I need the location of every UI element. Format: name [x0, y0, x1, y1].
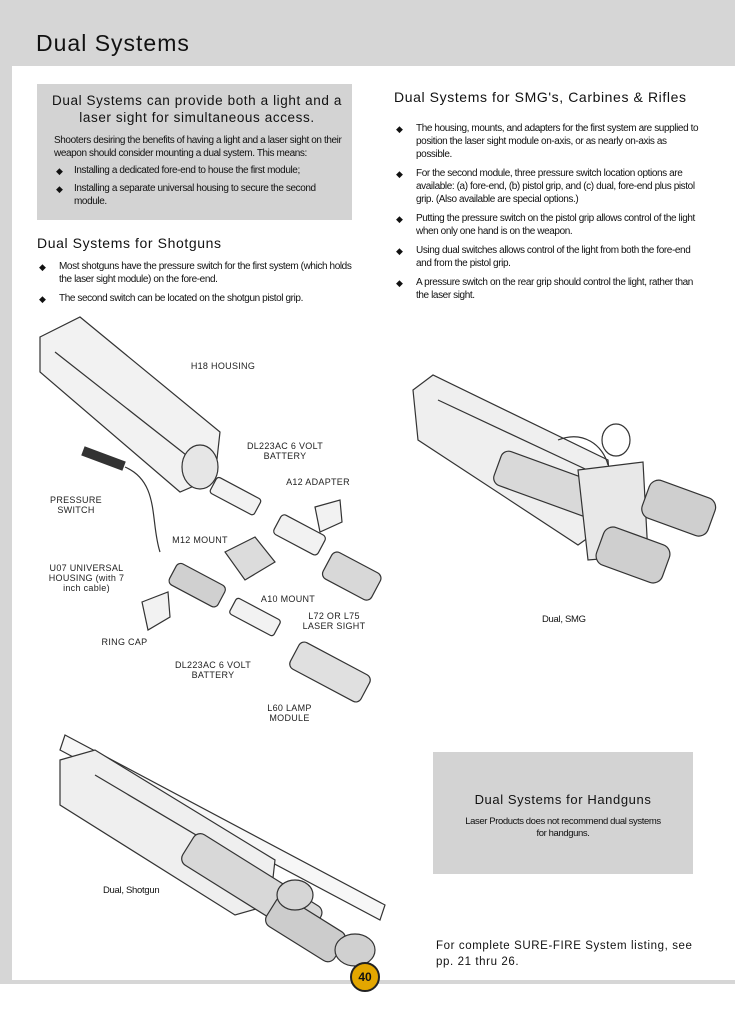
- intro-text: Shooters desiring the benefits of having…: [54, 135, 342, 159]
- page-number-badge: 40: [350, 962, 380, 992]
- label-ring-cap: RING CAP: [101, 637, 148, 647]
- left-margin-bar: [0, 66, 12, 984]
- label-h18-housing: H18 HOUSING: [190, 361, 256, 371]
- listing-note: For complete SURE-FIRE System listing, s…: [436, 940, 693, 968]
- shotguns-heading: Dual Systems for Shotguns: [37, 235, 222, 251]
- bullet-text: Putting the pressure switch on the pisto…: [416, 213, 695, 237]
- list-item: ◆ Using dual switches allows control of t…: [394, 244, 700, 270]
- intro-box: Dual Systems can provide both a light an…: [37, 84, 352, 220]
- diamond-bullet-icon: ◆: [56, 166, 63, 176]
- page-title: Dual Systems: [36, 30, 190, 56]
- list-item: ◆ Most shotguns have the pressure switch …: [37, 260, 359, 286]
- bullet-text: Using dual switches allows control of th…: [416, 245, 691, 269]
- handguns-text: Laser Products does not recommend dual s…: [465, 816, 661, 839]
- dual-smg-illustration: [412, 374, 717, 584]
- diamond-bullet-icon: ◆: [396, 214, 403, 224]
- bullet-text: For the second module, three pressure sw…: [416, 168, 695, 205]
- shotguns-bullet-list: ◆ Most shotguns have the pressure switch …: [37, 260, 359, 311]
- smg-bullet-list: ◆ The housing, mounts, and adapters for t…: [394, 122, 700, 308]
- bullet-text: The housing, mounts, and adapters for th…: [416, 123, 699, 160]
- diamond-bullet-icon: ◆: [396, 246, 403, 256]
- diamond-bullet-icon: ◆: [396, 169, 403, 179]
- handguns-box: Dual Systems for Handguns Laser Products…: [433, 752, 693, 874]
- label-m12-mount: M12 MOUNT: [172, 535, 228, 545]
- label-l60-lamp: L60 LAMP MODULE: [267, 703, 312, 723]
- diamond-bullet-icon: ◆: [396, 124, 403, 134]
- label-l72-laser: L72 OR L75 LASER SIGHT: [302, 611, 366, 631]
- battery-part: [209, 476, 262, 516]
- list-item: ◆ The second switch can be located on the…: [37, 292, 359, 305]
- diamond-bullet-icon: ◆: [396, 278, 403, 288]
- intro-heading: Dual Systems can provide both a light an…: [52, 93, 342, 125]
- header-bar: [0, 0, 735, 66]
- bullet-text: Most shotguns have the pressure switch f…: [59, 261, 352, 285]
- bullet-text: Installing a dedicated fore-end to house…: [74, 165, 300, 176]
- smg-heading: Dual Systems for SMG's, Carbines & Rifle…: [394, 89, 687, 105]
- diamond-bullet-icon: ◆: [56, 184, 63, 194]
- label-dl223-bottom: DL223AC 6 VOLT BATTERY: [174, 660, 252, 680]
- diamond-bullet-icon: ◆: [39, 262, 46, 272]
- list-item: ◆ The housing, mounts, and adapters for t…: [394, 122, 700, 161]
- bullet-text: The second switch can be located on the …: [59, 293, 303, 304]
- handguns-heading: Dual Systems for Handguns: [474, 792, 652, 807]
- bullet-text: A pressure switch on the rear grip shoul…: [416, 277, 693, 301]
- intro-bullet-list: ◆ Installing a dedicated fore-end to hous…: [54, 164, 344, 213]
- list-item: ◆ A pressure switch on the rear grip shou…: [394, 276, 700, 302]
- list-item: ◆ Installing a dedicated fore-end to hous…: [54, 164, 344, 177]
- label-a12-adapter: A12 ADAPTER: [286, 477, 350, 487]
- caption-shotgun: Dual, Shotgun: [103, 885, 160, 896]
- exploded-parts-diagram: [39, 316, 382, 703]
- label-a10-mount: A10 MOUNT: [260, 594, 316, 604]
- label-dl223-top: DL223AC 6 VOLT BATTERY: [246, 441, 324, 461]
- list-item: ◆ Putting the pressure switch on the pist…: [394, 212, 700, 238]
- diamond-bullet-icon: ◆: [39, 294, 46, 304]
- list-item: ◆ Installing a separate universal housing…: [54, 182, 344, 208]
- label-pressure-switch: PRESSURE SWITCH: [50, 495, 102, 515]
- dual-shotgun-illustration: [59, 734, 386, 967]
- caption-smg: Dual, SMG: [542, 614, 586, 625]
- list-item: ◆ For the second module, three pressure s…: [394, 167, 700, 206]
- bullet-text: Installing a separate universal housing …: [74, 183, 316, 207]
- label-u07-housing: U07 UNIVERSAL HOUSING (with 7 inch cable…: [48, 563, 125, 593]
